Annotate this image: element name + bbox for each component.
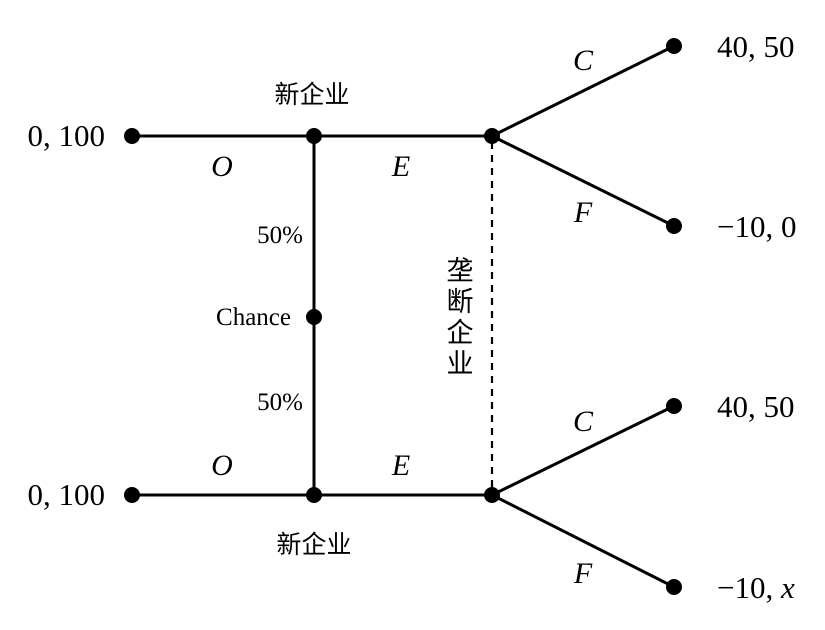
incumbent-label-char-1: 垄: [447, 256, 474, 287]
bottom-out-action-label: O: [211, 449, 233, 482]
bottom-fight-payoff-prefix: −10,: [717, 570, 781, 605]
top-cooperate-branch: [491, 44, 675, 138]
bottom-fight-payoff-variable: x: [780, 570, 795, 605]
bottom-fight-payoff: −10, x: [717, 570, 795, 605]
bottom-cooperate-action-label: C: [573, 405, 594, 438]
bottom-out-payoff: 0, 100: [28, 477, 106, 512]
incumbent-label-char-4: 业: [447, 349, 474, 380]
top-cooperate-action-label: C: [573, 44, 594, 77]
top-out-action-label: O: [211, 150, 233, 183]
top-cooperate-terminal-node: [666, 38, 682, 54]
top-entrant-label: 新企业: [274, 80, 349, 109]
chance-node: [306, 309, 322, 325]
bottom-fight-action-label: F: [573, 557, 593, 590]
top-enter-action-label: E: [391, 150, 410, 183]
bottom-out-terminal-node: [124, 487, 140, 503]
bottom-cooperate-terminal-node: [666, 398, 682, 414]
bottom-incumbent-node: [484, 487, 500, 503]
top-fight-action-label: F: [573, 196, 593, 229]
incumbent-label-char-3: 企: [447, 318, 474, 349]
top-out-payoff: 0, 100: [28, 118, 106, 153]
bottom-cooperate-branch: [491, 404, 675, 497]
top-entrant-node: [306, 128, 322, 144]
top-out-terminal-node: [124, 128, 140, 144]
lower-probability-label: 50%: [257, 389, 303, 416]
top-cooperate-payoff: 40, 50: [717, 29, 795, 64]
bottom-fight-terminal-node: [666, 579, 682, 595]
top-fight-terminal-node: [666, 218, 682, 234]
bottom-cooperate-payoff: 40, 50: [717, 389, 795, 424]
bottom-enter-action-label: E: [391, 449, 410, 482]
bottom-entrant-label: 新企业: [276, 530, 351, 559]
upper-probability-label: 50%: [257, 222, 303, 249]
bottom-fight-branch: [491, 493, 675, 589]
bottom-entrant-node: [306, 487, 322, 503]
chance-label: Chance: [216, 304, 291, 331]
top-fight-branch: [491, 134, 675, 228]
top-incumbent-node: [484, 128, 500, 144]
top-fight-payoff: −10, 0: [717, 209, 796, 244]
incumbent-label-char-2: 断: [447, 287, 474, 318]
